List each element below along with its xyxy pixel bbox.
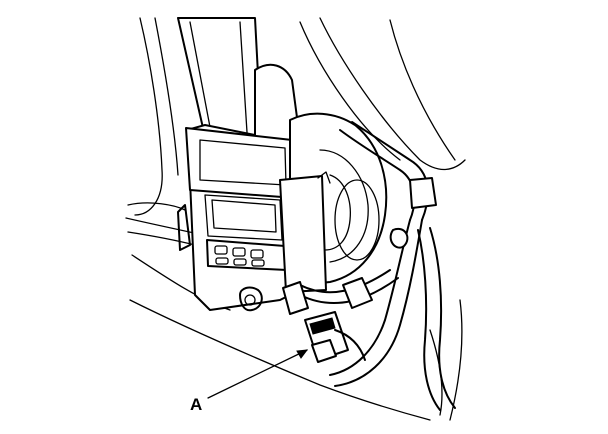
callout-a: A — [190, 349, 309, 414]
retractor-bracket — [177, 63, 301, 312]
callout-arrowhead — [296, 349, 309, 359]
retractor-spool — [279, 112, 388, 293]
callout-leader-line — [207, 349, 308, 399]
connectors — [282, 277, 373, 363]
wiring-harness — [299, 121, 456, 411]
callout-label-a: A — [190, 395, 202, 414]
